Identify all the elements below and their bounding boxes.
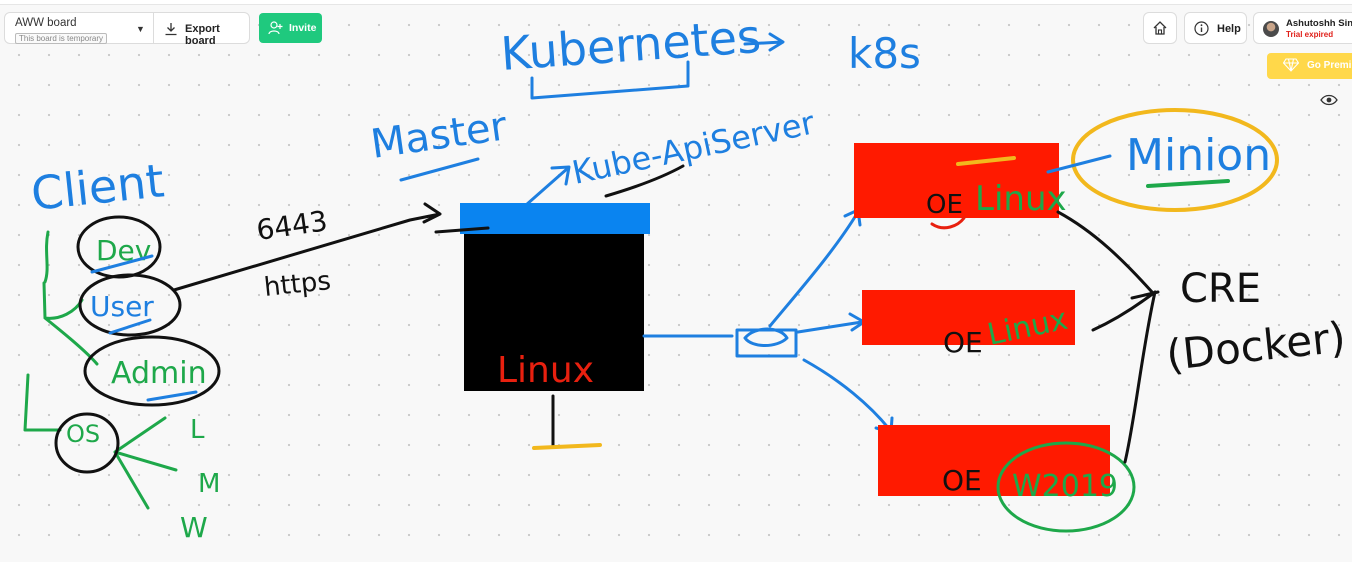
os-l-text: L (190, 415, 205, 445)
node1-red-mark (930, 216, 966, 230)
top-border (0, 0, 1352, 5)
user-circle (78, 273, 182, 337)
master-server-top-bar (460, 203, 650, 234)
invite-label: Invite (289, 22, 317, 34)
cre-text: CRE (1180, 266, 1261, 312)
k8s-text: k8s (848, 29, 921, 78)
add-user-icon (268, 21, 283, 35)
avatar (1263, 21, 1279, 37)
diamond-icon (1283, 58, 1299, 72)
master-text: Master (368, 103, 510, 168)
node3-box (878, 425, 1110, 496)
minion-circle (1071, 108, 1279, 212)
board-name-dropdown[interactable]: AWW board This board is temporary ▼ (4, 12, 154, 44)
master-underline (399, 157, 480, 182)
master-server-box (464, 234, 644, 391)
kubernetes-text: Kubernetes (499, 9, 763, 81)
node3-os-circle (996, 441, 1136, 533)
kube-apiserver-text: Kube-ApiServer (569, 103, 819, 192)
temporary-board-badge: This board is temporary (15, 33, 108, 44)
client-to-master-line (172, 202, 490, 292)
user-text: User (90, 290, 154, 323)
os-branch-lines (113, 416, 178, 510)
router-to-node3-arrow (802, 358, 894, 434)
node2-box (862, 290, 1075, 345)
node1-box (854, 143, 1059, 218)
master-os-text: Linux (497, 350, 594, 391)
os-w-text: W (180, 511, 208, 544)
apiserver-pointer-arrow (524, 165, 571, 207)
home-icon (1153, 21, 1167, 35)
os-m-text: M (198, 469, 220, 499)
client-tree-lines (23, 230, 99, 432)
minion-underline (1146, 179, 1230, 188)
master-base-line (532, 443, 602, 450)
minion-text: Minion (1126, 130, 1271, 181)
os-text: OS (66, 420, 100, 448)
admin-underline (146, 390, 198, 402)
invite-button[interactable]: Invite (259, 13, 322, 43)
go-premium-label: Go Premiu (1307, 60, 1352, 71)
download-icon (165, 23, 177, 36)
node3-prefix: OE (942, 464, 982, 497)
node1-os-text: Linux (975, 179, 1067, 219)
help-label: Help (1217, 23, 1241, 35)
protocol-text: https (263, 266, 333, 303)
dev-underline (90, 254, 154, 274)
router-to-node1-arrow (768, 208, 862, 328)
kubernetes-underline-bracket (530, 60, 690, 100)
export-board-label: Export board (185, 23, 220, 47)
node2-prefix: OE (943, 326, 983, 359)
node1-prefix: OE (926, 190, 963, 220)
port-text: 6443 (254, 204, 329, 247)
user-profile-menu[interactable]: Ashutoshh Singh Trial expired (1253, 12, 1352, 44)
user-name: Ashutoshh Singh (1286, 18, 1352, 29)
trial-status: Trial expired (1286, 30, 1334, 39)
dev-text: Dev (96, 234, 151, 267)
docker-text: (Docker) (1164, 312, 1348, 380)
kube-apiserver-underline (604, 164, 685, 198)
node1-yellow-mark (956, 156, 1016, 166)
user-underline (108, 318, 152, 335)
admin-text: Admin (111, 356, 207, 391)
help-button[interactable]: Help (1184, 12, 1247, 44)
client-text: Client (29, 153, 167, 221)
home-button[interactable] (1143, 12, 1177, 44)
router-to-node2-arrow (796, 312, 866, 334)
eye-icon[interactable] (1320, 94, 1338, 106)
board-name: AWW board (15, 17, 77, 29)
node1-to-minion-line (1046, 154, 1112, 174)
go-premium-button[interactable]: Go Premiu (1267, 53, 1352, 79)
export-board-button[interactable]: Export board (153, 12, 250, 47)
chevron-down-icon[interactable]: ▼ (136, 24, 145, 34)
info-icon (1194, 21, 1209, 36)
cre-bracket-lines (1056, 210, 1160, 464)
router-icon (735, 327, 798, 358)
admin-circle (83, 335, 221, 407)
arrow-right-icon (743, 32, 785, 52)
node3-os-text: W2019 (1012, 469, 1118, 504)
os-circle (54, 412, 120, 474)
